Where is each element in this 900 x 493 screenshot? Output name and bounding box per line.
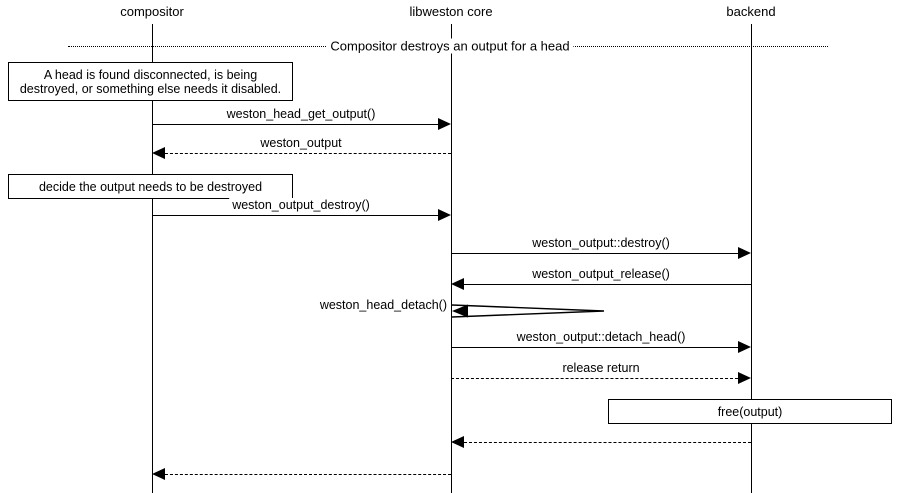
arrow-head-left-icon bbox=[451, 435, 464, 448]
message-label-weston-head-detach: weston_head_detach() bbox=[319, 298, 447, 312]
message-line-weston-output-return bbox=[165, 153, 451, 154]
arrow-head-right-icon bbox=[438, 208, 451, 221]
note-decide-destroy: decide the output needs to be destroyed bbox=[8, 174, 293, 199]
note-head-disconnected: A head is found disconnected, is being d… bbox=[8, 62, 293, 101]
message-line-weston-output-destroy bbox=[152, 215, 438, 216]
lifeline-compositor bbox=[152, 24, 153, 493]
note-free-output: free(output) bbox=[608, 399, 892, 424]
arrow-head-right-icon bbox=[438, 117, 451, 130]
arrow-head-right-icon bbox=[738, 371, 751, 384]
message-line-libweston-return bbox=[165, 474, 451, 475]
arrow-head-left-icon bbox=[152, 467, 165, 480]
lifeline-libweston-core bbox=[451, 24, 452, 493]
lifeline-header-libweston-core: libweston core bbox=[409, 4, 493, 19]
arrow-head-left-icon bbox=[152, 146, 165, 159]
message-line-weston-head-get-output bbox=[152, 124, 438, 125]
arrow-head-right-icon bbox=[738, 246, 751, 259]
message-line-weston-output-detach-head bbox=[451, 347, 738, 348]
message-label-weston-output-return: weston_output bbox=[257, 136, 345, 150]
message-label-weston-output-destroy: weston_output_destroy() bbox=[229, 198, 373, 212]
message-line-backend-return bbox=[464, 442, 751, 443]
lifeline-header-compositor: compositor bbox=[120, 4, 184, 19]
self-call-weston-head-detach bbox=[451, 299, 612, 325]
lifeline-backend bbox=[751, 24, 752, 493]
arrow-head-left-icon bbox=[451, 277, 464, 290]
message-line-weston-output-release bbox=[464, 284, 751, 285]
message-line-weston-output-destroy-vfunc bbox=[451, 253, 738, 254]
message-label-weston-output-destroy-vfunc: weston_output::destroy() bbox=[529, 236, 673, 250]
message-label-weston-output-detach-head: weston_output::detach_head() bbox=[513, 330, 689, 344]
message-line-release-return bbox=[451, 378, 738, 379]
message-label-weston-output-release: weston_output_release() bbox=[529, 267, 673, 281]
arrow-head-right-icon bbox=[738, 340, 751, 353]
diagram-title: Compositor destroys an output for a head bbox=[326, 38, 574, 54]
message-label-release-return: release return bbox=[559, 361, 643, 375]
message-label-weston-head-get-output: weston_head_get_output() bbox=[223, 107, 379, 121]
lifeline-header-backend: backend bbox=[726, 4, 776, 19]
